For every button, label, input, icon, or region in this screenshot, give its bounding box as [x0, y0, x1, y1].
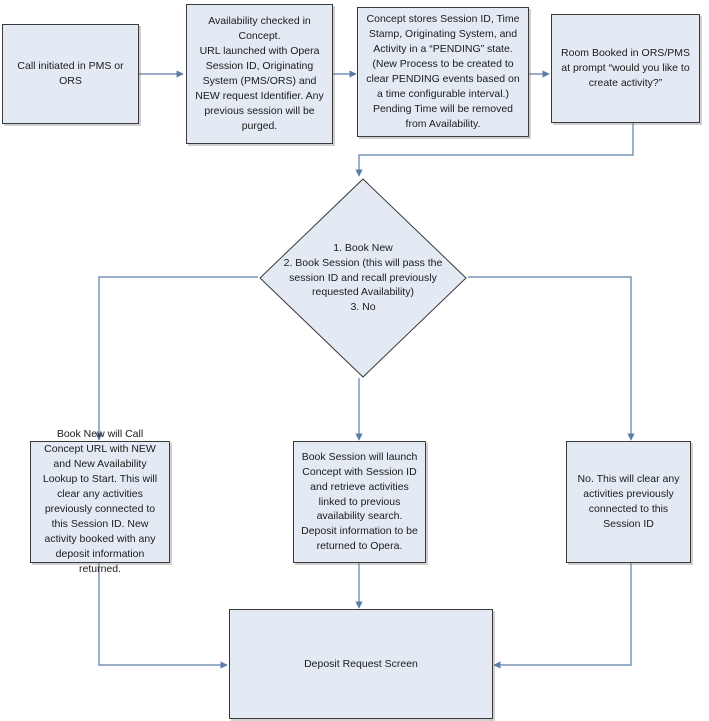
node-availability-checked[interactable]: Availability checked in Concept. URL lau…	[186, 4, 333, 144]
node-book-new[interactable]: Book New will Call Concept URL with NEW …	[30, 428, 170, 575]
node-decision[interactable]: 1. Book New 2. Book Session (this will p…	[259, 178, 467, 378]
node-book-session[interactable]: Book Session will launch Concept with Se…	[293, 441, 426, 563]
edge-decision-to-no	[468, 276, 635, 441]
decision-diamond-shape	[259, 178, 467, 378]
edge-room-to-decision	[355, 123, 634, 177]
edge-book-new-to-deposit	[98, 563, 228, 669]
node-no-option[interactable]: No. This will clear any activities previ…	[566, 441, 691, 563]
edge-decision-to-book-new	[95, 276, 258, 441]
edge-no-to-deposit	[493, 563, 632, 669]
node-deposit-request[interactable]: Deposit Request Screen	[229, 609, 493, 719]
node-room-booked[interactable]: Room Booked in ORS/PMS at prompt “would …	[551, 14, 700, 123]
decision-label: 1. Book New 2. Book Session (this will p…	[283, 241, 443, 314]
node-concept-stores[interactable]: Concept stores Session ID, Time Stamp, O…	[357, 7, 529, 137]
node-call-initiated[interactable]: Call initiated in PMS or ORS	[2, 24, 139, 124]
